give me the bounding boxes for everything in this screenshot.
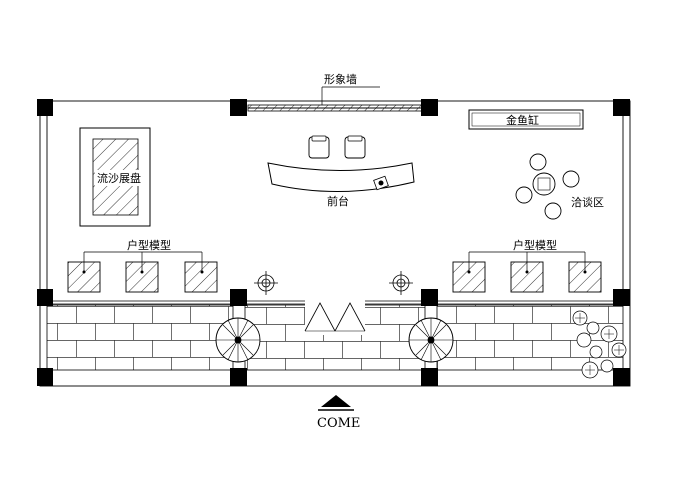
paving-right <box>436 304 624 371</box>
meeting-chair <box>544 202 562 220</box>
reception-chair <box>308 135 330 159</box>
reception-chair <box>344 135 366 159</box>
model-left-label: 户型模型 <box>127 238 171 252</box>
meeting-chair <box>529 153 547 171</box>
meeting-chair <box>562 170 580 188</box>
meeting-area-label: 洽谈区 <box>571 196 604 209</box>
meeting-chair <box>515 186 533 204</box>
shrub-cluster-icon <box>572 310 627 379</box>
unit-model <box>568 261 602 293</box>
goldfish-tank: 金鱼缸 <box>468 109 584 130</box>
paving-left <box>46 304 234 371</box>
tree-icon <box>408 317 454 363</box>
unit-model <box>452 261 486 293</box>
unit-model <box>67 261 101 293</box>
entrance-door[interactable] <box>304 302 366 335</box>
model-right-label: 户型模型 <box>513 238 557 252</box>
structural-columns <box>37 99 630 386</box>
reception-label: 前台 <box>327 194 349 208</box>
light-fixture-icon <box>389 271 413 295</box>
unit-model <box>510 261 544 293</box>
image-wall: 形象墙 <box>247 72 423 112</box>
model-group-left: 户型模型 <box>67 238 218 293</box>
unit-model <box>125 261 159 293</box>
tree-icon <box>215 317 261 363</box>
entrance-marker: COME <box>317 395 360 431</box>
front-glazing <box>47 300 623 305</box>
unit-model <box>184 261 218 293</box>
image-wall-label: 形象墙 <box>324 72 357 86</box>
sand-display-label: 流沙展盘 <box>97 171 141 185</box>
sand-display-board: 流沙展盘 <box>79 127 151 227</box>
desk-phone-icon <box>373 175 389 191</box>
meeting-table-set <box>515 153 580 220</box>
model-group-right: 户型模型 <box>452 238 602 293</box>
entrance-label: COME <box>317 416 360 431</box>
reception-desk: 前台 <box>267 135 415 208</box>
light-fixture-icon <box>254 271 278 295</box>
goldfish-tank-label: 金鱼缸 <box>506 113 539 127</box>
